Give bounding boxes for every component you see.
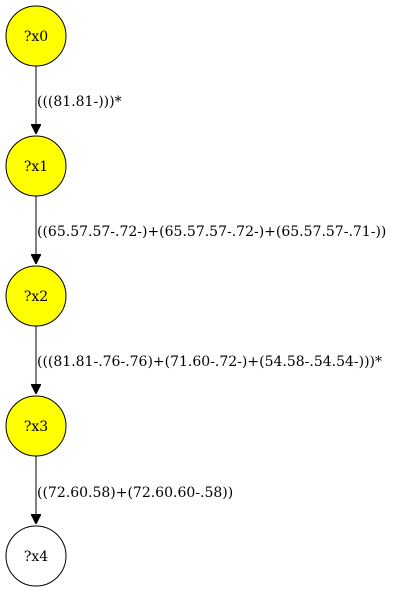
edge-label: (((81.81-)))* (37, 94, 122, 110)
node-label: ?x3 (24, 419, 48, 435)
node-label: ?x2 (24, 289, 48, 305)
node-label: ?x0 (24, 29, 48, 45)
node-label: ?x4 (24, 549, 48, 565)
node-x2: ?x2 (5, 265, 67, 327)
node-x3: ?x3 (5, 395, 67, 457)
node-x4: ?x4 (5, 525, 67, 587)
node-circle (5, 525, 67, 587)
node-circle (5, 135, 67, 197)
node-label: ?x1 (24, 159, 48, 175)
edge-x0-x1: (((81.81-)))* (36, 66, 122, 134)
edge-x1-x2: ((65.57.57-.72-)+(65.57.57-.72-)+(65.57.… (36, 196, 386, 264)
edge-label: ((72.60.58)+(72.60.60-.58)) (37, 485, 233, 501)
edge-label: (((81.81-.76-.76)+(71.60-.72-)+(54.58-.5… (37, 354, 382, 370)
edge-x2-x3: (((81.81-.76-.76)+(71.60-.72-)+(54.58-.5… (36, 326, 382, 394)
node-x1: ?x1 (5, 135, 67, 197)
edge-x3-x4: ((72.60.58)+(72.60.60-.58)) (36, 456, 233, 524)
node-x0: ?x0 (5, 5, 67, 67)
node-circle (5, 265, 67, 327)
node-circle (5, 5, 67, 67)
edge-label: ((65.57.57-.72-)+(65.57.57-.72-)+(65.57.… (37, 224, 386, 240)
node-circle (5, 395, 67, 457)
